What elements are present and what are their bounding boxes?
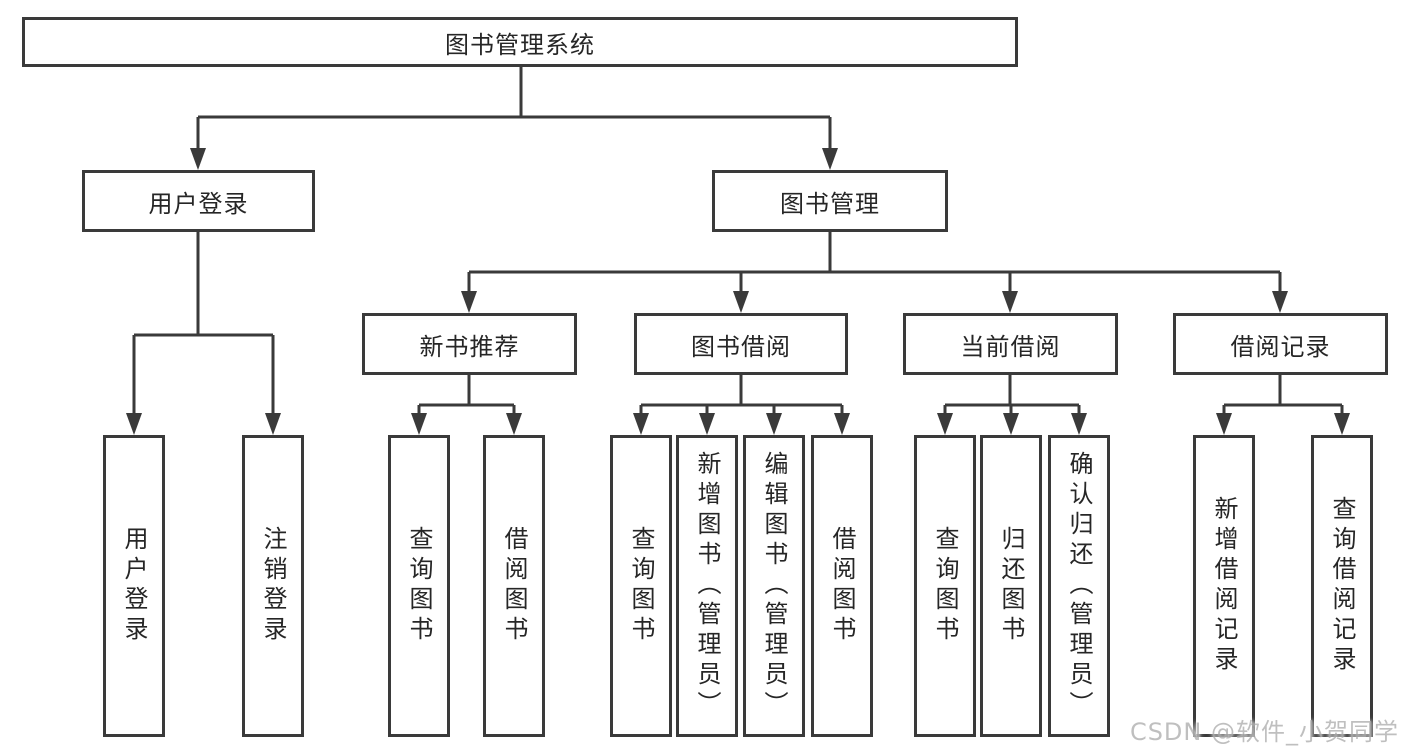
- leaf-add-borrow-record: 新增借阅记录: [1193, 435, 1255, 737]
- leaf-return-books: 归还图书: [980, 435, 1042, 737]
- leaf-query-books-2: 查询图书: [610, 435, 672, 737]
- node-book-borrow: 图书借阅: [634, 313, 848, 375]
- node-book-borrow-label: 图书借阅: [691, 332, 791, 361]
- leaf-query-borrow-record-label: 查询借阅记录: [1328, 496, 1356, 676]
- node-new-book-recommend: 新书推荐: [362, 313, 577, 375]
- node-new-book-recommend-label: 新书推荐: [419, 332, 520, 361]
- leaf-borrow-books-1: 借阅图书: [483, 435, 545, 737]
- leaf-logout: 注销登录: [242, 435, 304, 737]
- leaf-user-login: 用户登录: [103, 435, 165, 737]
- leaf-borrow-books-2: 借阅图书: [811, 435, 873, 737]
- leaf-borrow-books-2-label: 借阅图书: [828, 526, 856, 646]
- node-book-management-label: 图书管理: [780, 189, 880, 218]
- leaf-edit-books-admin-label: 编辑图书（管理员）: [760, 451, 788, 721]
- node-borrow-records: 借阅记录: [1173, 313, 1388, 375]
- leaf-query-books-1-label: 查询图书: [405, 526, 433, 646]
- leaf-return-books-label: 归还图书: [997, 526, 1025, 646]
- leaf-logout-label: 注销登录: [259, 526, 287, 646]
- csdn-watermark: CSDN @软件_小贺同学: [1129, 718, 1399, 746]
- leaf-add-books-admin: 新增图书（管理员）: [676, 435, 738, 737]
- leaf-add-books-admin-label: 新增图书（管理员）: [693, 451, 721, 721]
- leaf-query-books-1: 查询图书: [388, 435, 450, 737]
- node-book-management: 图书管理: [712, 170, 948, 232]
- leaf-confirm-return-admin: 确认归还（管理员）: [1048, 435, 1110, 737]
- leaf-user-login-label: 用户登录: [120, 526, 148, 646]
- node-current-borrow-label: 当前借阅: [960, 332, 1061, 361]
- leaf-add-borrow-record-label: 新增借阅记录: [1210, 496, 1238, 676]
- node-current-borrow: 当前借阅: [903, 313, 1118, 375]
- node-user-login: 用户登录: [82, 170, 315, 232]
- leaf-confirm-return-admin-label: 确认归还（管理员）: [1065, 451, 1093, 721]
- leaf-query-books-2-label: 查询图书: [627, 526, 655, 646]
- leaf-edit-books-admin: 编辑图书（管理员）: [743, 435, 805, 737]
- leaf-borrow-books-1-label: 借阅图书: [500, 526, 528, 646]
- leaf-query-books-3: 查询图书: [914, 435, 976, 737]
- node-user-login-label: 用户登录: [148, 189, 249, 218]
- leaf-query-books-3-label: 查询图书: [931, 526, 959, 646]
- leaf-query-borrow-record: 查询借阅记录: [1311, 435, 1373, 737]
- node-root: 图书管理系统: [22, 17, 1018, 67]
- node-borrow-records-label: 借阅记录: [1230, 332, 1331, 361]
- node-root-label: 图书管理系统: [445, 30, 595, 59]
